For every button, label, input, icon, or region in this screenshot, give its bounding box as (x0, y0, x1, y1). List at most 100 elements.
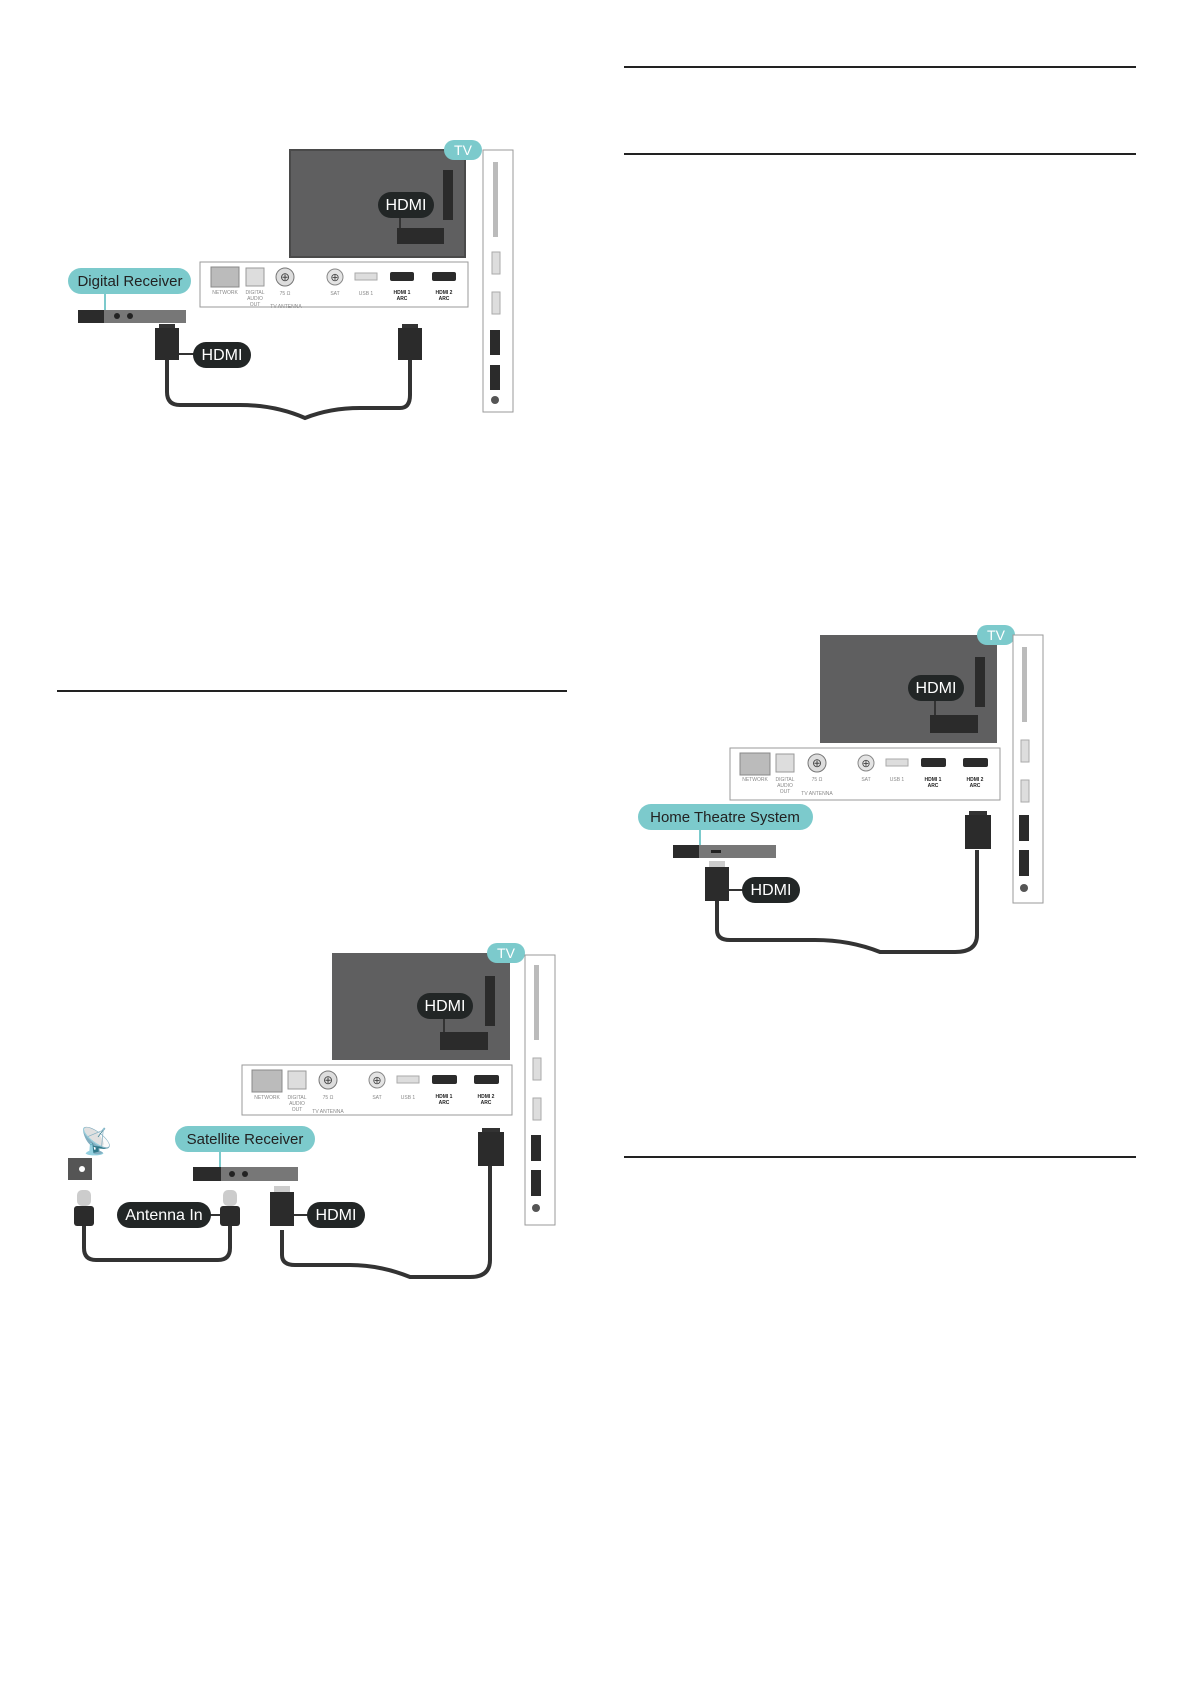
hdmi-connector-right (965, 815, 991, 849)
hdmi-pill (742, 877, 800, 903)
tv-hdmi-pill (417, 993, 473, 1019)
antenna-plus-icon: ⊕ (323, 1073, 333, 1087)
antenna-connector-left-top (77, 1190, 91, 1206)
hdmi1-port-label: HDMI 1 (394, 290, 411, 296)
hdmi-cable-label: HDMI (202, 347, 243, 364)
hdmi-connector-left-tip (159, 324, 175, 328)
antenna-connector-right-top (223, 1190, 237, 1206)
hdmi1-port-icon (432, 1075, 457, 1084)
hdmi-cable-label: HDMI (751, 882, 792, 899)
side-slot-icon (493, 162, 498, 237)
tv-hdmi-socket (485, 976, 495, 1026)
usb-port-icon (354, 272, 378, 281)
hdmi-cable (165, 355, 412, 421)
antenna-port-icon (807, 753, 827, 773)
hdmi1-port-label: HDMI 1 (925, 777, 942, 783)
usb-port-icon (396, 1075, 420, 1084)
device-pill (68, 268, 191, 294)
device-label: Home Theatre System (650, 809, 800, 826)
hdmi1-port-icon (921, 758, 946, 767)
hdmi2-port-label: HDMI 2 (478, 1094, 495, 1100)
diagram-satellite-receiver: HDMI TV ⊕ ⊕ NETWORK DIGITAL AUDIO OUT 75… (68, 943, 556, 1279)
hdmi-connector-right-tip (969, 811, 987, 815)
hdmi-pill (307, 1202, 365, 1228)
hdmi-connector-right (398, 328, 422, 360)
antenna-plus-icon: ⊕ (812, 756, 822, 770)
device-box-front (78, 310, 104, 323)
hdmi-connector-left (270, 1192, 294, 1226)
side-hdmi2-port-icon (1019, 850, 1029, 876)
device-label: Satellite Receiver (187, 1131, 304, 1148)
audio-port-label-2: AUDIO (777, 783, 793, 789)
side-usb2-port-icon (1020, 779, 1030, 803)
side-hdmi-port-icon (531, 1135, 541, 1161)
device-box-front (673, 845, 699, 858)
audio-port-label-1: DIGITAL (287, 1095, 306, 1101)
section-rule-right-bottom (624, 1156, 1136, 1158)
hdmi2-port-label: HDMI 2 (436, 290, 453, 296)
hdmi-cable-label: HDMI (316, 1207, 357, 1224)
hdmi2-port-icon (963, 758, 988, 767)
device-indicator (711, 850, 721, 853)
hdmi-cable (715, 850, 979, 954)
ohm-port-label: 75 Ω (280, 291, 291, 297)
hdmi-connector-left (705, 867, 729, 901)
audio-port-icon (245, 267, 265, 287)
section-rule-left-mid (57, 690, 567, 692)
tv-antenna-label: TV ANTENNA (312, 1109, 344, 1115)
side-usb-port-icon (532, 1057, 542, 1081)
sat-port-label: SAT (372, 1095, 381, 1101)
hdmi1-arc-label: ARC (397, 296, 408, 302)
antenna-label: Antenna In (125, 1207, 202, 1224)
tv-hdmi-label: HDMI (916, 680, 957, 697)
tv-hdmi-label: HDMI (425, 998, 466, 1015)
hdmi2-port-icon (474, 1075, 499, 1084)
hdmi2-port-label: HDMI 2 (967, 777, 984, 783)
antenna-pill (117, 1202, 211, 1228)
sat-plus-icon: ⊕ (861, 758, 870, 770)
sat-port-icon (326, 268, 344, 286)
audio-port-label-3: OUT (250, 302, 261, 308)
device-pill (638, 804, 813, 830)
tv-screen-edge (289, 149, 466, 258)
device-label: Digital Receiver (77, 273, 182, 290)
antenna-plus-icon: ⊕ (280, 270, 290, 284)
hdmi1-arc-label: ARC (439, 1100, 450, 1106)
antenna-cable (82, 1222, 232, 1262)
hdmi-connector-left-tip (709, 861, 725, 867)
device-led-1 (229, 1171, 235, 1177)
hdmi-connector-right-tip (402, 324, 418, 328)
satellite-dish-icon: 📡 (80, 1124, 112, 1156)
side-jack-icon (532, 1204, 540, 1212)
audio-port-label-2: AUDIO (247, 296, 263, 302)
hdmi-connector-left (155, 328, 179, 360)
usb1-port-label: USB 1 (359, 291, 374, 297)
side-hdmi-port-icon (490, 330, 500, 355)
tv-hdmi-plug (930, 715, 978, 733)
tv-hdmi-plug (397, 228, 444, 244)
side-usb2-port-icon (532, 1097, 542, 1121)
usb1-port-label: USB 1 (401, 1095, 416, 1101)
hdmi-connector-left-tip (274, 1186, 290, 1192)
tv-badge-label: TV (987, 627, 1006, 643)
hdmi-connector-right (478, 1132, 504, 1166)
hdmi-connector-right-tip (482, 1128, 500, 1132)
hdmi1-port-label: HDMI 1 (436, 1094, 453, 1100)
wall-socket-hole (79, 1166, 85, 1172)
tv-badge-label: TV (454, 142, 473, 158)
hdmi2-arc-label: ARC (481, 1100, 492, 1106)
sat-port-label: SAT (330, 291, 339, 297)
audio-port-label-1: DIGITAL (245, 290, 264, 296)
hdmi-pill (193, 342, 251, 368)
device-box-front (193, 1167, 221, 1181)
usb-port-icon (885, 758, 909, 767)
usb1-port-label: USB 1 (890, 777, 905, 783)
tv-antenna-label: TV ANTENNA (801, 791, 833, 797)
antenna-connector-left (74, 1206, 94, 1226)
device-led-1 (114, 313, 120, 319)
sat-port-icon (857, 754, 875, 772)
section-rule-top-right-2 (624, 153, 1136, 155)
audio-port-icon (775, 753, 795, 773)
audio-port-label-1: DIGITAL (775, 777, 794, 783)
antenna-port-icon (318, 1070, 338, 1090)
